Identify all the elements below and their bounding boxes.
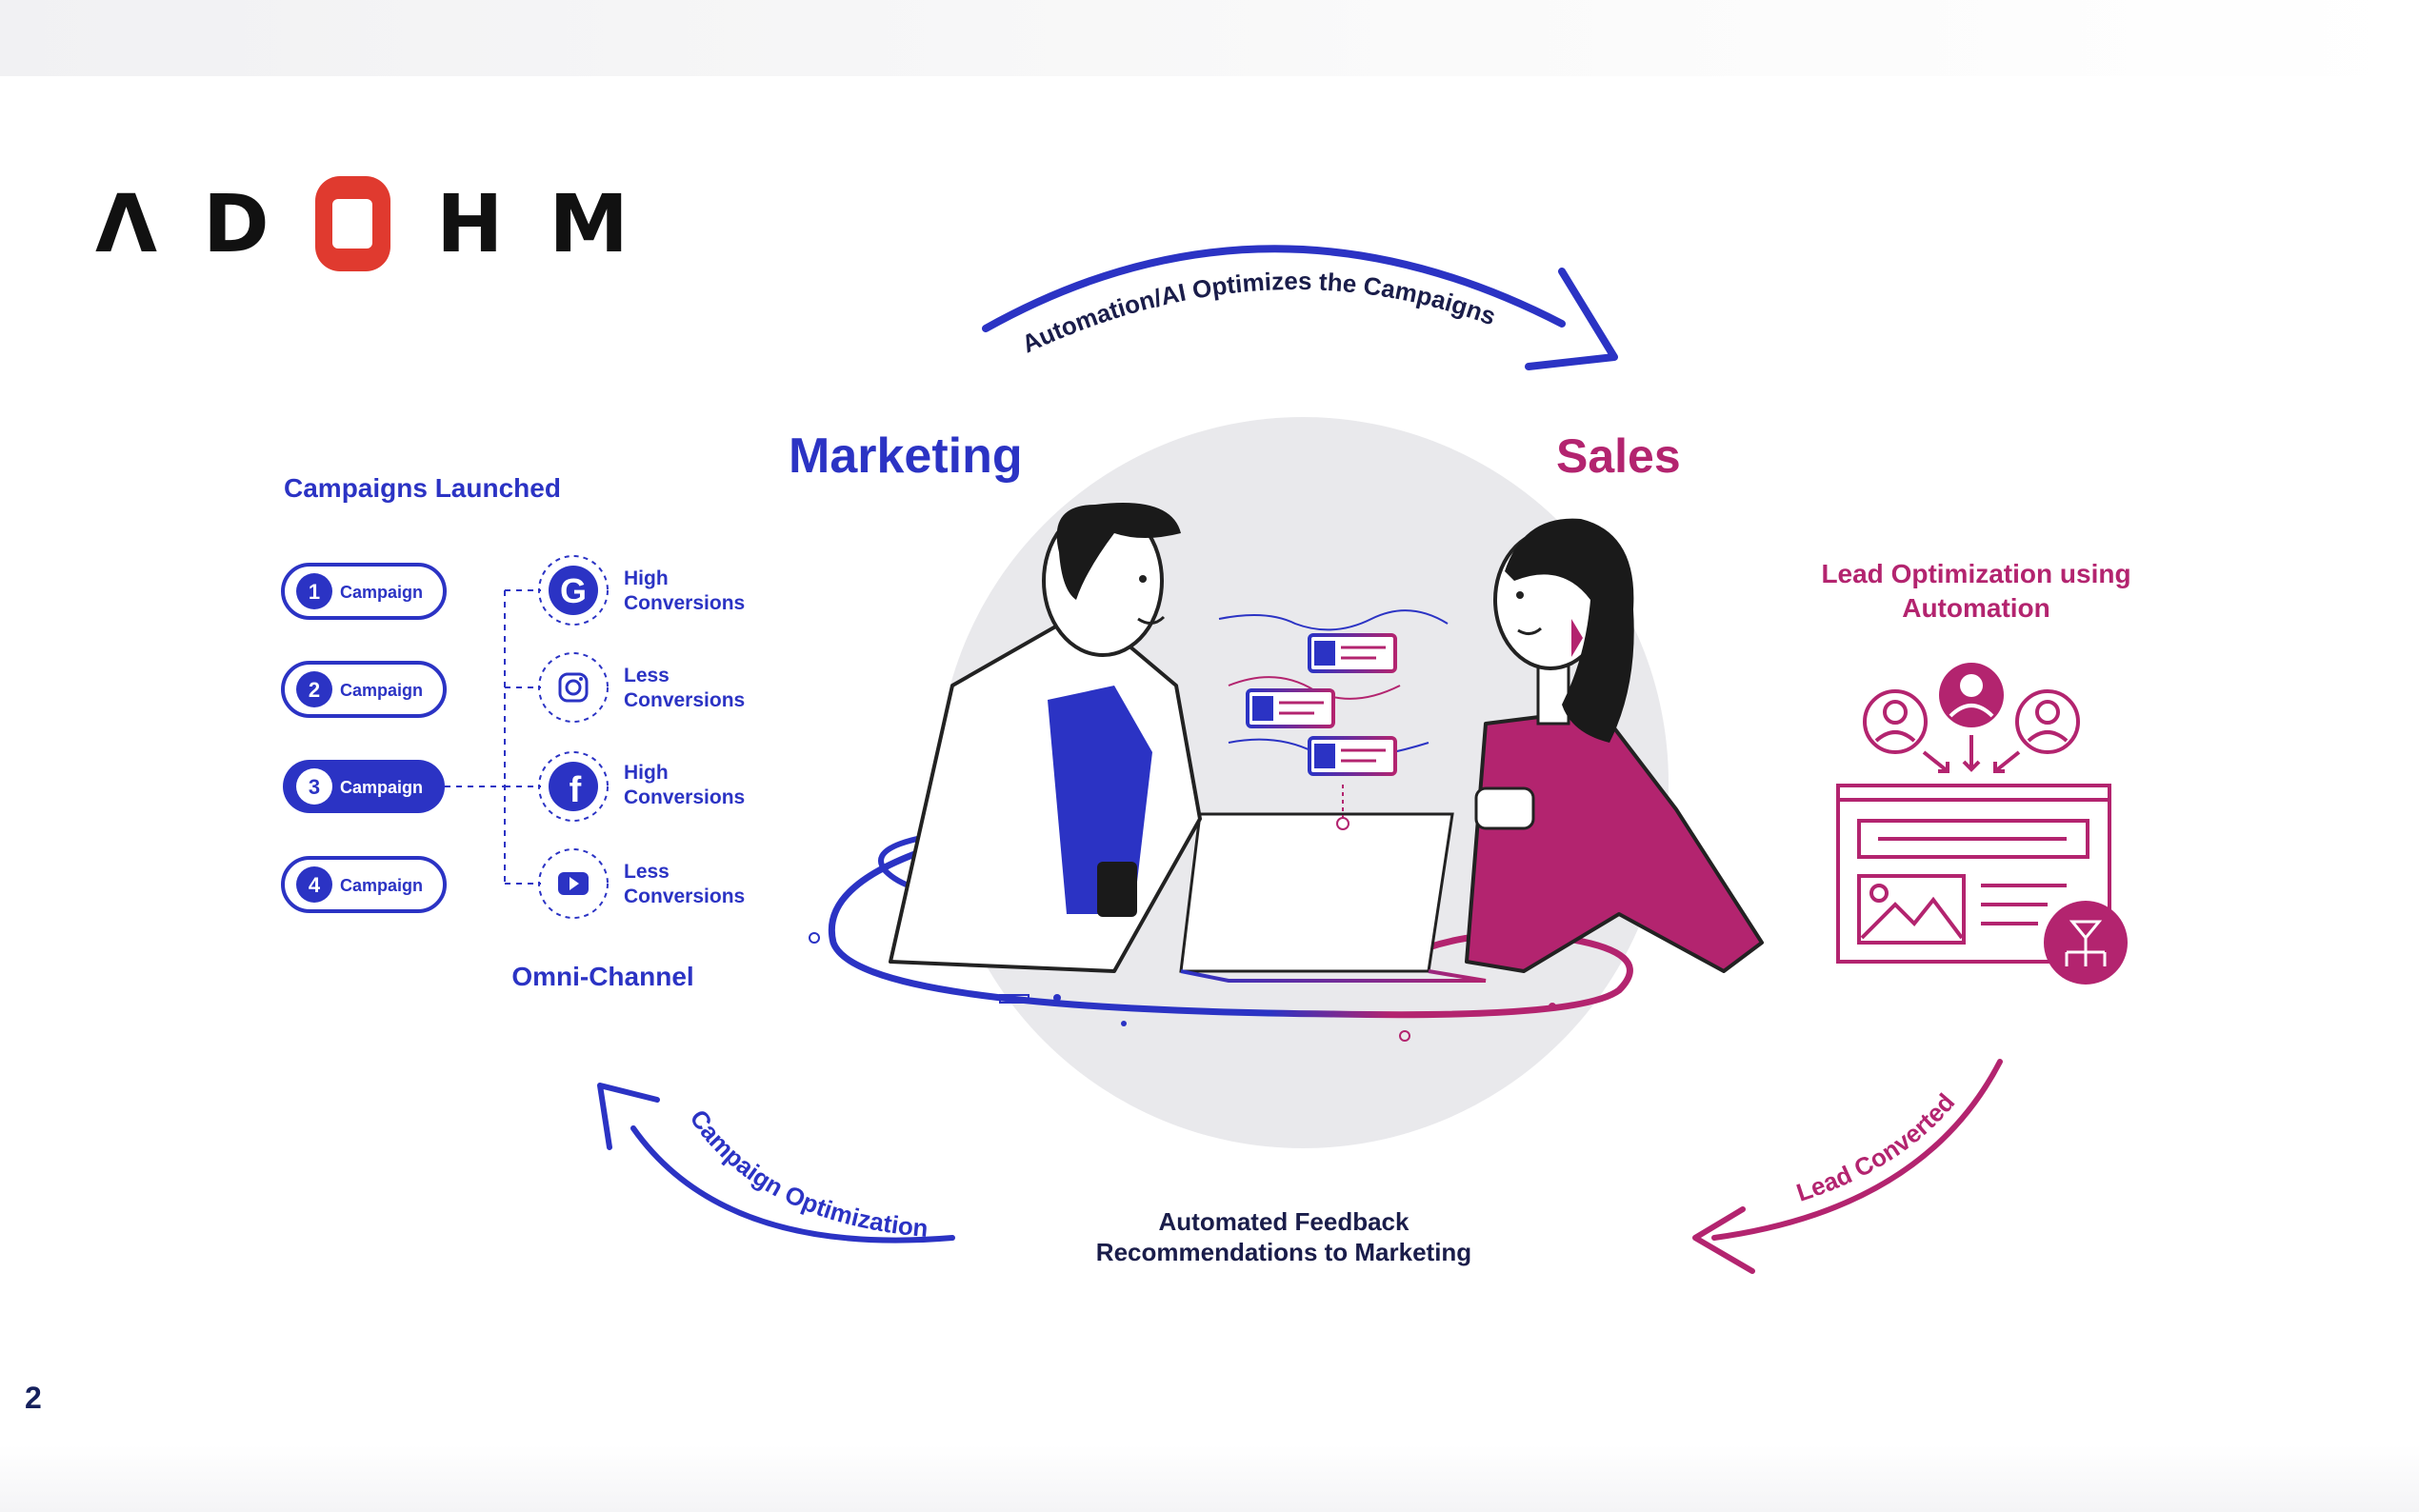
logo-letter-d: D xyxy=(203,177,270,270)
illustration-marketing-person xyxy=(889,503,1202,973)
channel-3-line1: High xyxy=(624,762,669,784)
adohm-logo: Λ D H M xyxy=(95,171,629,276)
svg-text:G: G xyxy=(560,571,587,610)
campaigns-title: Campaigns Launched xyxy=(284,473,561,503)
lead-optimization-line2: Automation xyxy=(1902,593,2050,623)
channel-4-line1: Less xyxy=(624,861,670,883)
svg-text:1: 1 xyxy=(309,580,320,604)
svg-text:Campaign: Campaign xyxy=(340,876,423,895)
channel-2-line1: Less xyxy=(624,665,670,686)
lead-users-icon xyxy=(1863,663,2080,773)
svg-text:Campaign: Campaign xyxy=(340,681,423,700)
campaign-pill-4: 4 Campaign xyxy=(281,856,447,913)
lead-converted-arrow xyxy=(1692,1059,2003,1274)
campaign-optimization-arrow xyxy=(597,1083,955,1243)
channel-3-line2: Conversions xyxy=(624,786,745,808)
svg-text:f: f xyxy=(570,770,582,810)
svg-text:4: 4 xyxy=(309,873,321,897)
sales-title: Sales xyxy=(1556,429,1681,483)
channel-4-line2: Conversions xyxy=(624,885,745,907)
campaign-pill-2: 2 Campaign xyxy=(281,661,447,718)
logo-letter-lambda: Λ xyxy=(95,177,158,270)
top-banner xyxy=(0,0,2419,76)
feedback-line1: Automated Feedback xyxy=(1159,1207,1409,1236)
channel-2-line2: Conversions xyxy=(624,689,745,711)
campaign-optimization-label: Campaign Optimization xyxy=(684,1104,929,1243)
facebook-icon: f xyxy=(538,751,609,822)
browser-window-icon xyxy=(1836,784,2128,985)
channel-labels: High Conversions Less Conversions High C… xyxy=(624,567,745,907)
page-number: 2 xyxy=(25,1381,42,1415)
top-arrow xyxy=(982,245,1618,370)
logo-letter-o-red xyxy=(314,176,391,271)
marketing-title: Marketing xyxy=(789,428,1023,484)
svg-text:Campaign: Campaign xyxy=(340,583,423,602)
bottom-banner xyxy=(0,1445,2419,1512)
illustration-chat-bubbles xyxy=(1218,609,1449,776)
lead-optimization-line1: Lead Optimization using xyxy=(1821,559,2130,588)
omni-channel-label: Omni-Channel xyxy=(511,962,693,991)
illustration-sales-person xyxy=(1465,518,1764,973)
campaign-pill-1: 1 Campaign xyxy=(281,563,447,620)
svg-text:Campaign: Campaign xyxy=(340,778,423,797)
logo-letter-m: M xyxy=(549,177,629,270)
illustration-laptop xyxy=(1179,781,1487,983)
channel-connectors xyxy=(445,589,541,885)
svg-text:3: 3 xyxy=(309,775,320,799)
feedback-line2: Recommendations to Marketing xyxy=(1096,1238,1471,1266)
google-icon: G xyxy=(538,555,609,626)
instagram-icon xyxy=(538,652,609,723)
channel-1-line1: High xyxy=(624,567,669,589)
campaign-pill-3-active: 3 Campaign xyxy=(283,760,445,813)
svg-text:2: 2 xyxy=(309,678,320,702)
logo-letter-h: H xyxy=(436,177,504,270)
youtube-icon xyxy=(538,848,609,919)
channel-1-line2: Conversions xyxy=(624,592,745,614)
